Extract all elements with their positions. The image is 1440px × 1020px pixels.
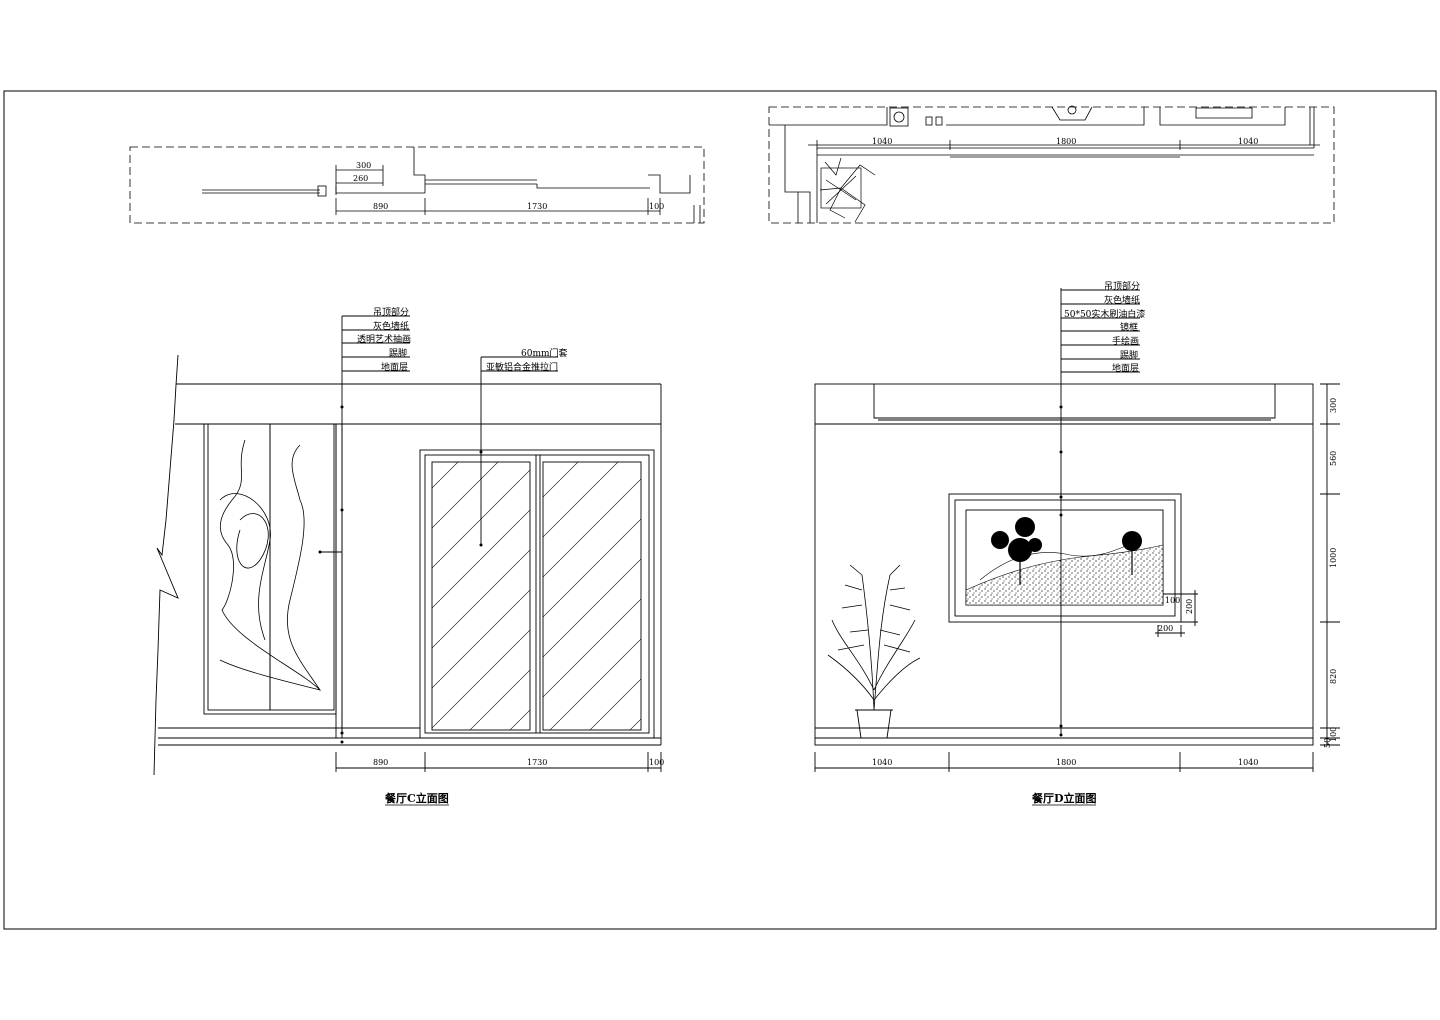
dim-d-frame-a: 100 — [1165, 596, 1180, 605]
dim-d-frame-c: 200 — [1158, 624, 1173, 633]
callout-c-3: 透明艺术抽画 — [357, 333, 411, 345]
dims-d-right: 300 560 1000 820 100 50 — [1323, 398, 1338, 748]
callout-d-7: 地面层 — [1112, 362, 1139, 374]
dim-d-frame-b: 200 — [1185, 599, 1194, 614]
callout-c-1: 吊顶部分 — [373, 306, 409, 318]
dim-d-bottom-c: 1040 — [1238, 758, 1258, 767]
dim-c-bottom-b: 1730 — [527, 758, 547, 767]
dim-c-bottom-a: 890 — [373, 758, 388, 767]
plan-strip-d — [768, 105, 1335, 224]
elevation-d-outline — [814, 288, 1340, 772]
callout-c-2: 灰色墙纸 — [373, 320, 409, 332]
dim-d-right-b: 560 — [1329, 451, 1338, 466]
dim-d-right-e: 100 — [1329, 727, 1338, 742]
dim-c-plan-b: 260 — [353, 174, 368, 183]
dim-d-right-f: 50 — [1323, 738, 1332, 748]
title-elevation-c: 餐厅C立面图 — [384, 791, 449, 805]
sheet-border — [3, 90, 1437, 930]
dim-d-bottom-b: 1800 — [1056, 758, 1076, 767]
callout-d-5: 手绘画 — [1112, 335, 1139, 347]
dim-d-right-d: 820 — [1329, 669, 1338, 684]
leader-dots-d — [1059, 405, 1063, 737]
dim-c-plan-e: 100 — [649, 202, 664, 211]
callout-d-2: 灰色墙纸 — [1104, 294, 1140, 306]
callout-d-4: 镜框 — [1120, 321, 1138, 333]
plan-strip-c — [129, 146, 705, 224]
callout-d-6: 踢脚 — [1120, 350, 1138, 361]
callout-d-3: 50*50实木刷油白漆 — [1064, 308, 1145, 320]
dim-d-plan-b: 1800 — [1056, 137, 1076, 146]
leader-dots-c — [318, 405, 483, 744]
dim-d-right-a: 300 — [1329, 398, 1338, 413]
callout-c-door-1: 60mm门套 — [521, 347, 568, 359]
title-elevation-d: 餐厅D立面图 — [1031, 791, 1097, 805]
dim-c-plan-d: 1730 — [527, 202, 547, 211]
elevation-c-outline — [153, 315, 662, 776]
dim-d-plan-a: 1040 — [872, 137, 892, 146]
dim-c-bottom-c: 100 — [649, 758, 664, 767]
dim-d-bottom-a: 1040 — [872, 758, 892, 767]
dim-c-plan-c: 890 — [373, 202, 388, 211]
dim-d-plan-c: 1040 — [1238, 137, 1258, 146]
callout-c-5: 地面层 — [381, 361, 408, 373]
dim-c-plan-a: 300 — [356, 161, 371, 170]
callout-d-1: 吊顶部分 — [1104, 280, 1140, 292]
callout-c-4: 踢脚 — [389, 348, 407, 359]
dim-d-right-c: 1000 — [1329, 548, 1338, 568]
callout-c-door-2: 亚敏铝合金推拉门 — [486, 361, 558, 373]
